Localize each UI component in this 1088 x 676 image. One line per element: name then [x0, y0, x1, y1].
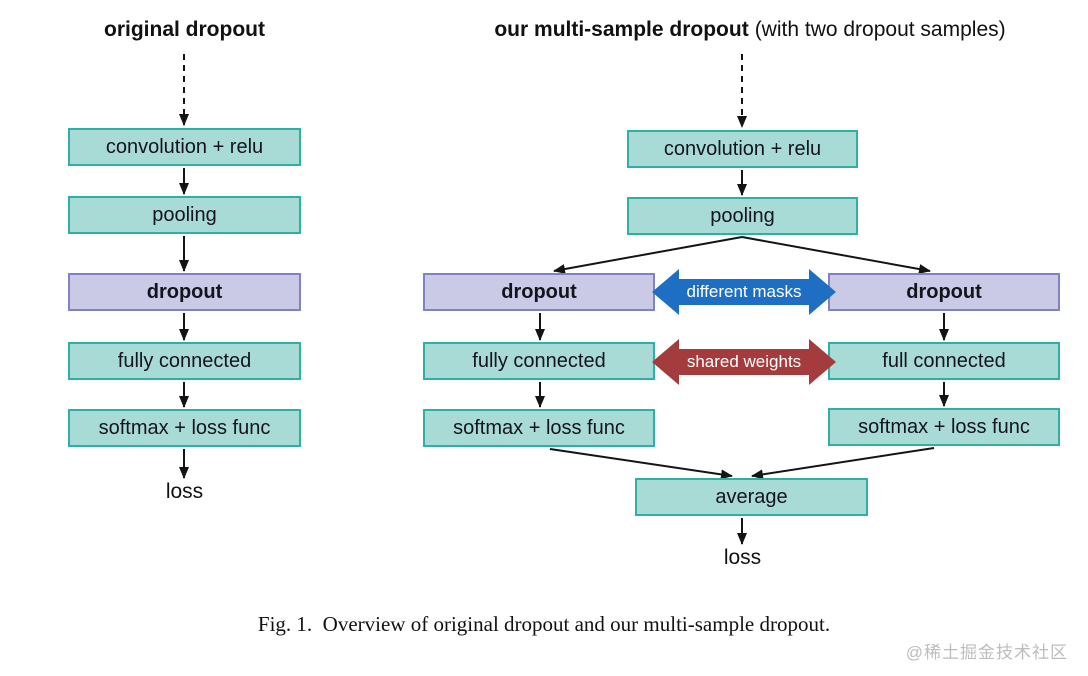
shared-weights-arrow: shared weights: [652, 339, 836, 385]
right-panel-title: our multi-sample dropout(with two dropou…: [420, 18, 1080, 42]
arrow-left-head-icon: [652, 269, 679, 315]
loss-label-right: loss: [723, 546, 762, 569]
node-average: average: [635, 478, 868, 516]
node-dropout-sample1: dropout: [423, 273, 655, 311]
merge-arrow-left: [549, 448, 733, 480]
node-dropout-sample2: dropout: [828, 273, 1060, 311]
split-arrow-left: [553, 236, 743, 274]
node-fully-connected-sample1: fully connected: [423, 342, 655, 380]
shared-weights-label: shared weights: [678, 349, 810, 375]
merge-arrow-right: [751, 447, 935, 480]
right-panel-title-note: (with two dropout samples): [754, 18, 1006, 41]
node-conv-relu-right: convolution + relu: [627, 130, 858, 168]
figure-caption: Fig. 1. Overview of original dropout and…: [257, 612, 831, 636]
left-panel-title: original dropout: [104, 18, 265, 41]
node-conv-relu-left: convolution + relu: [68, 128, 301, 166]
node-dropout-left-panel: dropout: [68, 273, 301, 311]
watermark-text: @稀土掘金技术社区: [905, 643, 1068, 662]
loss-label-left: loss: [165, 480, 204, 503]
different-masks-arrow: different masks: [652, 269, 836, 315]
different-masks-label: different masks: [678, 279, 810, 305]
node-softmax-sample2: softmax + loss func: [828, 408, 1060, 446]
split-arrow-right: [741, 236, 931, 274]
right-panel-title-bold: our multi-sample dropout: [494, 18, 749, 41]
node-softmax-left: softmax + loss func: [68, 409, 301, 447]
node-softmax-sample1: softmax + loss func: [423, 409, 655, 447]
node-full-connected-sample2: full connected: [828, 342, 1060, 380]
node-fully-connected-left: fully connected: [68, 342, 301, 380]
node-pooling-right: pooling: [627, 197, 858, 235]
arrow-right-head-icon: [809, 339, 836, 385]
arrow-right-head-icon: [809, 269, 836, 315]
node-pooling-left: pooling: [68, 196, 301, 234]
arrow-left-head-icon: [652, 339, 679, 385]
